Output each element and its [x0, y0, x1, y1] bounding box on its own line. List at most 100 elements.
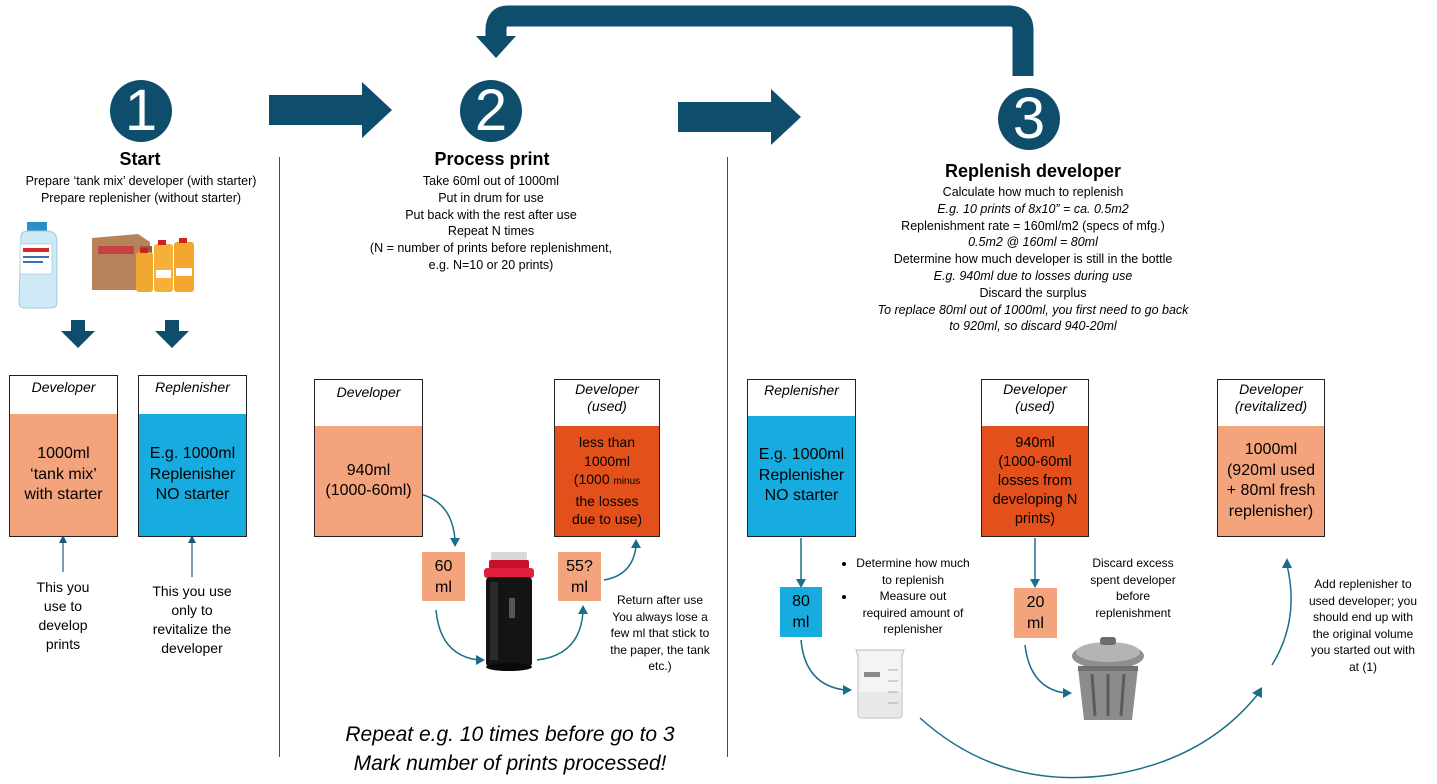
divider-2-3	[727, 157, 728, 757]
beaker-image	[855, 649, 905, 719]
step3-discard-amount: 20 ml	[1014, 588, 1057, 638]
container-liquid: 1000ml (920ml used + 80ml fresh replenis…	[1218, 426, 1324, 536]
repeat-instruction: Repeat e.g. 10 times before go to 3 Mark…	[300, 720, 720, 778]
step2-line: Repeat N times	[447, 224, 535, 239]
step2-line: Put in drum for use	[438, 190, 544, 205]
note-line: replenishment	[1095, 605, 1171, 620]
step3-discard-note: Discard excess spent developer before re…	[1078, 555, 1188, 621]
trash-can-icon	[1072, 637, 1144, 720]
step3-line: Replenishment rate = 160ml/m2 (specs of …	[901, 218, 1165, 233]
note-line: use to	[43, 598, 83, 614]
step2-line: (N = number of prints before replenishme…	[369, 241, 613, 256]
label-line: (revitalized)	[1234, 398, 1308, 414]
step3-number: 3	[1012, 86, 1046, 151]
note-line: few ml that stick to	[610, 626, 710, 640]
down-arrow-developer	[61, 320, 95, 348]
content-line: ‘tank mix’	[30, 465, 97, 483]
content-line: + 80ml fresh	[1226, 482, 1316, 499]
step3-line: E.g. 940ml due to losses during use	[933, 268, 1133, 283]
content-line: the losses	[575, 492, 639, 509]
amount-line: 60	[434, 557, 453, 575]
note-line: develop	[38, 617, 88, 633]
container-label: Developer (revitalized)	[1218, 380, 1324, 415]
step3-add-note: Add replenisher to used developer; you s…	[1296, 576, 1430, 675]
content-line: due to use)	[571, 511, 643, 528]
step3-line: to 920ml, so discard 940-20ml	[949, 319, 1117, 334]
container-liquid: E.g. 1000ml Replenisher NO starter	[139, 414, 246, 536]
step2-line: e.g. N=10 or 20 prints)	[428, 257, 554, 272]
note-line: you started out with	[1310, 643, 1416, 657]
divider-1-2	[279, 157, 280, 757]
note-line: This you	[36, 579, 90, 595]
note-line: the original volume	[1312, 626, 1414, 641]
container-label: Developer (used)	[555, 380, 659, 415]
amount-line: 55?	[566, 557, 593, 575]
repeat-line: Repeat e.g. 10 times before go to 3	[345, 723, 675, 746]
amount-line: ml	[1027, 615, 1044, 632]
content-line: (1000-60ml)	[325, 482, 412, 499]
arrow-step1-to-step2	[269, 82, 392, 138]
note-line: only to	[171, 602, 213, 618]
label-line: Developer	[575, 381, 639, 397]
step2-line: Put back with the rest after use	[405, 207, 577, 222]
content-line: Replenisher	[758, 466, 845, 484]
step1-developer-note: This you use to develop prints	[18, 578, 108, 654]
step3-line: Discard the surplus	[979, 285, 1087, 300]
amount-line: 20	[1026, 594, 1045, 611]
amount-line: ml	[435, 578, 452, 596]
label-line: (used)	[587, 398, 627, 414]
note-line: at (1)	[1348, 659, 1377, 674]
label-line: (used)	[1015, 398, 1055, 414]
content-line: 940ml	[1015, 434, 1055, 451]
step2-number: 2	[474, 78, 508, 143]
amount-line: ml	[792, 614, 810, 631]
step2-take-amount: 60 ml	[422, 552, 465, 601]
note-line: before	[1115, 589, 1151, 603]
step3-line: Determine how much developer is still in…	[893, 252, 1173, 267]
amount-line: ml	[571, 578, 588, 596]
container-label: Developer	[336, 384, 401, 400]
step2-return-note: Return after use You always lose a few m…	[596, 592, 724, 675]
content-line: E.g. 1000ml	[149, 445, 236, 463]
container-label: Developer (used)	[982, 380, 1088, 415]
container-liquid: E.g. 1000ml Replenisher NO starter	[748, 416, 855, 536]
developer-bottle-image	[18, 222, 58, 309]
content-line-small: minus	[613, 476, 641, 488]
step3-instructions: Calculate how much to replenish E.g. 10 …	[848, 184, 1218, 335]
step2-title: Process print	[434, 149, 550, 169]
note-line: This you use	[152, 583, 232, 599]
label-line: Developer	[1239, 381, 1303, 397]
step3-measure-bullets: Determine how much to replenish Measure …	[842, 555, 970, 638]
arrow-step2-to-step3	[678, 89, 801, 145]
label-line: Developer	[1003, 381, 1067, 397]
note-line: etc.)	[648, 659, 672, 673]
note-line: should end up with	[1312, 610, 1414, 624]
content-line: 940ml	[346, 461, 391, 479]
step1-replenisher-container: Replenisher E.g. 1000ml Replenisher NO s…	[138, 375, 247, 537]
note-line: revitalize the	[152, 621, 232, 637]
step3-line: E.g. 10 prints of 8x10” = ca. 0.5m2	[937, 201, 1129, 216]
arrow-loop-back	[485, 5, 1034, 76]
content-line: (920ml used	[1226, 461, 1316, 479]
step2-line: Take 60ml out of 1000ml	[422, 174, 560, 188]
note-line: Discard excess	[1092, 556, 1174, 570]
processing-drum-image	[484, 552, 534, 671]
container-label: Replenisher	[155, 379, 230, 395]
note-line: developer	[161, 640, 223, 656]
step2-used-developer-container: Developer (used) less than 1000ml (1000 …	[554, 379, 660, 537]
content-line: Replenisher	[149, 465, 236, 483]
content-line: (1000	[573, 471, 614, 488]
content-line: (1000-60ml	[998, 453, 1072, 470]
step1-instructions: Prepare ‘tank mix’ developer (with start…	[0, 173, 282, 207]
step3-number-circle: 3	[998, 88, 1060, 150]
bullet-item: Measure out required amount of replenish…	[856, 588, 970, 638]
step3-revitalized-developer-container: Developer (revitalized) 1000ml (920ml us…	[1217, 379, 1325, 537]
step1-title: Start	[119, 149, 161, 169]
container-liquid: 1000ml ‘tank mix’ with starter	[10, 414, 117, 536]
step3-measure-amount: 80 ml	[780, 587, 822, 637]
step3-replenisher-container: Replenisher E.g. 1000ml Replenisher NO s…	[747, 379, 856, 537]
down-arrow-replenisher	[155, 320, 189, 348]
content-line: less than	[578, 434, 636, 451]
content-line: 1000ml	[37, 445, 90, 463]
